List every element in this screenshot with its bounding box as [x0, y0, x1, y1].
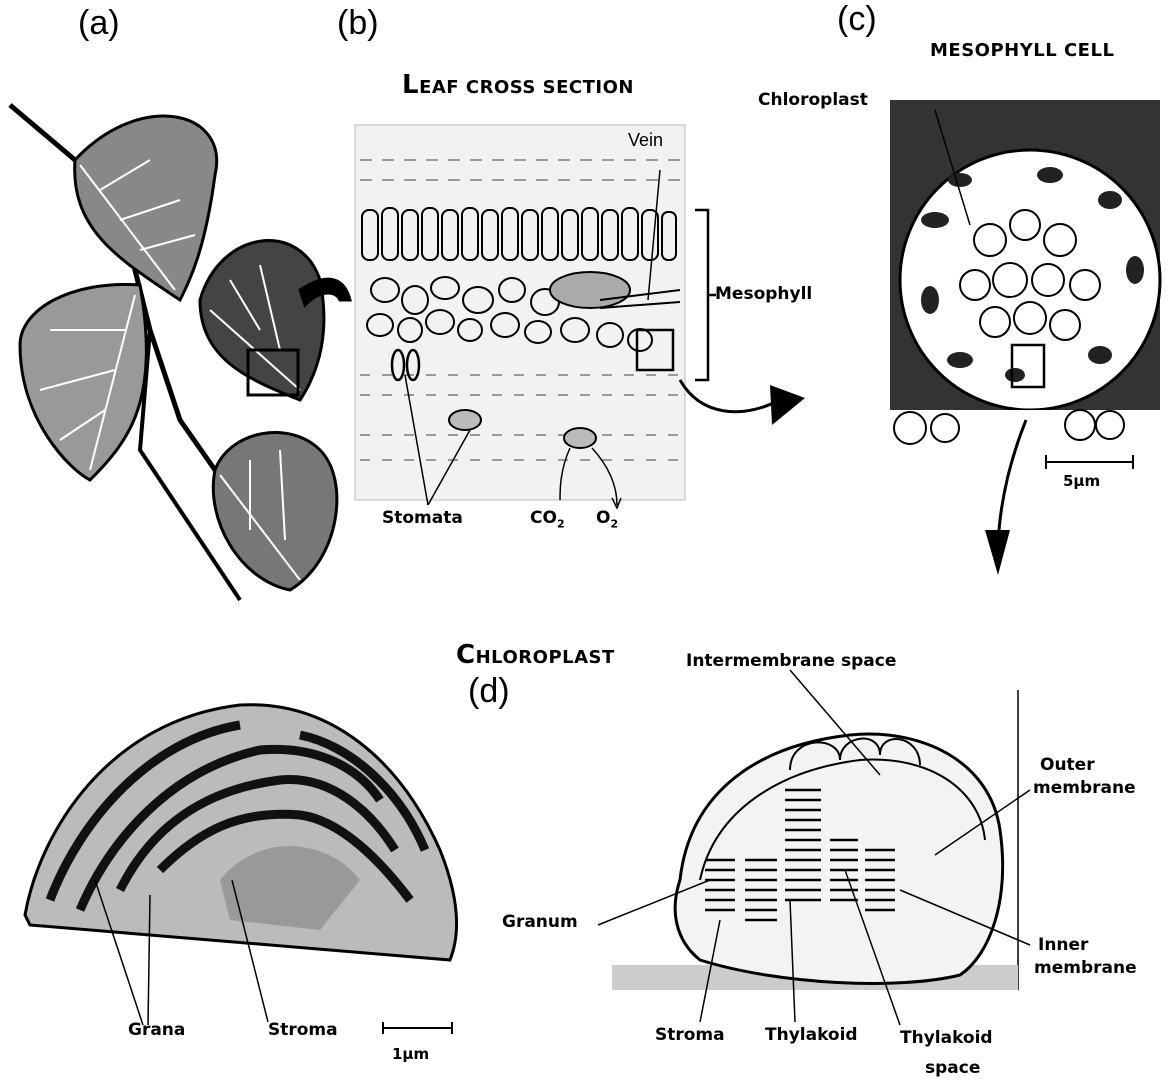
inner-membrane-label-line1: Inner — [1038, 935, 1088, 955]
co2-label: CO2 — [530, 508, 565, 530]
chloroplast-title-cap: C — [456, 640, 476, 670]
thylakoid-label: Thylakoid — [765, 1025, 858, 1045]
outer-membrane-label-line1: Outer — [1040, 755, 1095, 775]
panel-d-label: (d) — [468, 672, 510, 711]
stroma-schematic-label: Stroma — [655, 1025, 725, 1045]
chloroplast-title-rest: HLOROPLAST — [476, 647, 615, 668]
outer-membrane-label-line2: membrane — [1033, 778, 1136, 798]
o2-label-text: O — [596, 508, 610, 528]
granum-label: Granum — [502, 912, 578, 932]
thylakoid-space-label-line2: space — [925, 1058, 980, 1078]
mesophyll-cell-illustration — [890, 100, 1160, 575]
leaf-cross-section-illustration — [355, 125, 805, 508]
co2-label-subscript: 2 — [557, 517, 565, 530]
mesophyll-scale-label: 5µm — [1063, 472, 1100, 490]
thylakoid-space-label-line1: Thylakoid — [900, 1028, 993, 1048]
chloroplast-label: Chloroplast — [758, 90, 868, 110]
mesophyll-cell-title: MESOPHYLL CELL — [930, 40, 1114, 61]
panel-a-label: (a) — [78, 4, 120, 43]
grana-label: Grana — [128, 1020, 185, 1040]
leaf-cross-section-title: LEAF CROSS SECTION — [402, 70, 634, 100]
panel-c-label: (c) — [837, 0, 877, 39]
o2-label: O2 — [596, 508, 618, 530]
chloroplast-micrograph — [25, 705, 457, 1034]
chloroplast-schematic — [598, 670, 1030, 1025]
mesophyll-label: Mesophyll — [715, 284, 812, 304]
leaf-branch-illustration — [10, 105, 350, 600]
inner-membrane-label-line2: membrane — [1034, 958, 1137, 978]
micrograph-scale-label: 1µm — [392, 1045, 429, 1063]
stroma-micrograph-label: Stroma — [268, 1020, 338, 1040]
vein-label: Vein — [628, 130, 663, 151]
co2-label-text: CO — [530, 508, 557, 528]
leaf-cross-section-title-cap: L — [402, 70, 419, 100]
chloroplast-title: CHLOROPLAST — [456, 640, 615, 670]
stomata-label: Stomata — [382, 508, 463, 528]
leaf-cross-section-title-rest: EAF CROSS SECTION — [419, 77, 634, 98]
intermembrane-space-label: Intermembrane space — [686, 651, 896, 671]
o2-label-subscript: 2 — [610, 517, 618, 530]
panel-b-label: (b) — [337, 4, 379, 43]
